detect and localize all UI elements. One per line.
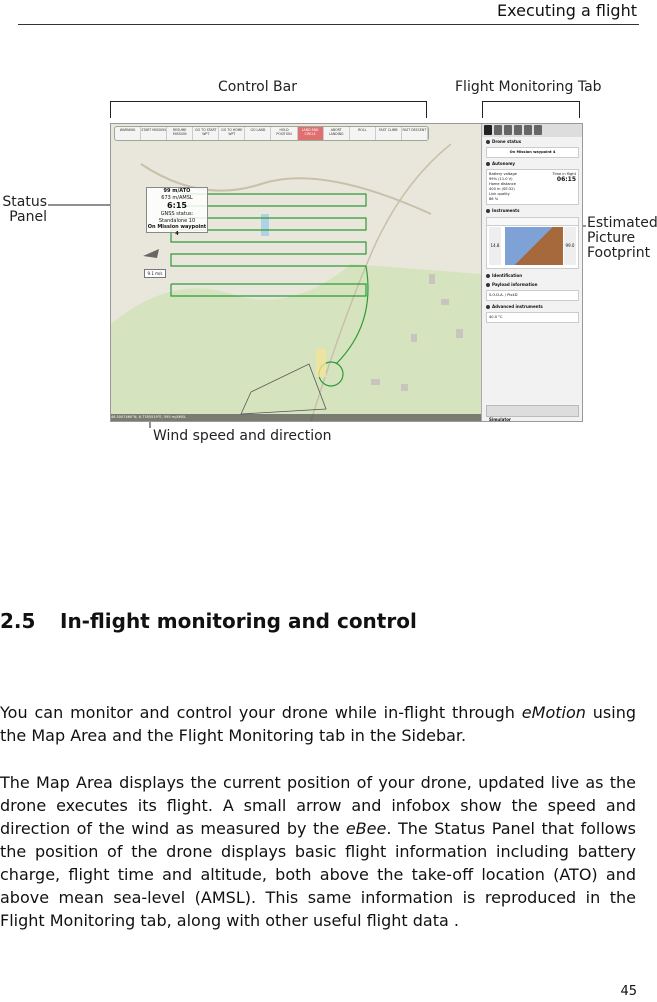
instruments-section[interactable]: Instruments bbox=[482, 206, 582, 215]
callout-footprint-line2: Picture bbox=[587, 230, 636, 246]
battery-label: Battery voltage bbox=[489, 172, 517, 176]
simulator-title: Simulator bbox=[489, 417, 511, 422]
drone-status-title: Drone status bbox=[492, 139, 522, 144]
running-title: Executing a flight bbox=[497, 1, 637, 20]
collapse-icon bbox=[486, 282, 490, 287]
control-bar-button[interactable]: GO TO START WPT bbox=[193, 127, 220, 140]
map-drawing bbox=[111, 124, 481, 421]
p2-text-b: . The Status Panel that follows the posi… bbox=[0, 819, 636, 930]
collapse-icon bbox=[486, 139, 490, 144]
page-number: 45 bbox=[620, 984, 637, 999]
collapse-icon bbox=[486, 273, 490, 278]
flight-tab-bracket bbox=[482, 101, 580, 118]
status-panel: 99 m/ATO 673 m/AMSL 6:15 GNSS status: St… bbox=[146, 187, 208, 237]
artificial-horizon bbox=[505, 227, 563, 265]
control-bar-button[interactable]: START MISSION bbox=[141, 127, 168, 140]
time-in-flight-label: Time in flight bbox=[552, 172, 576, 176]
tab-parameters-icon[interactable] bbox=[514, 125, 522, 135]
collapse-icon bbox=[486, 208, 490, 213]
instruments-title: Instruments bbox=[492, 208, 520, 213]
battery-value: 99% (11.0 V) bbox=[489, 177, 513, 181]
p1-text-a: You can monitor and control your drone w… bbox=[0, 703, 522, 722]
heading-tape bbox=[487, 218, 578, 226]
control-bar-button[interactable]: LAND END CIRCLE bbox=[297, 127, 324, 140]
drone-status-section[interactable]: Drone status bbox=[482, 137, 582, 146]
collapse-icon bbox=[486, 161, 490, 166]
control-bar-button[interactable]: WARNING bbox=[115, 127, 142, 140]
payload-section[interactable]: Payload information bbox=[482, 280, 582, 289]
autonomy-box: Battery voltage Time in flight 99% (11.0… bbox=[486, 169, 579, 205]
autonomy-section[interactable]: Autonomy bbox=[482, 159, 582, 168]
p2-emphasis: eBee bbox=[345, 819, 387, 838]
payload-type: S.O.D.A. / Pix4D bbox=[486, 290, 579, 301]
running-header: Executing a flight bbox=[18, 0, 639, 25]
payload-title: Payload information bbox=[492, 282, 538, 287]
instruments-panel: 14.8 99.0 bbox=[486, 217, 579, 269]
callout-footprint-line3: Footprint bbox=[587, 245, 651, 261]
altitude-tape: 99.0 bbox=[564, 227, 576, 265]
control-bar-button[interactable]: ROLL bbox=[350, 127, 376, 140]
control-bar-bracket bbox=[110, 101, 427, 118]
control-bar-button[interactable]: FAST CLIMB bbox=[376, 127, 402, 140]
status-flight-time: 6:15 bbox=[167, 201, 187, 210]
paragraph-1: You can monitor and control your drone w… bbox=[0, 701, 636, 747]
tab-mission-icon[interactable] bbox=[504, 125, 512, 135]
link-quality-label: Link quality bbox=[489, 192, 510, 196]
status-alt-amsl: 673 m/AMSL bbox=[161, 194, 193, 201]
tab-camera-icon[interactable] bbox=[524, 125, 532, 135]
callout-control-bar: Control Bar bbox=[218, 79, 297, 95]
autonomy-title: Autonomy bbox=[492, 161, 515, 166]
p1-emphasis: eMotion bbox=[521, 703, 586, 722]
drone-status-value: On Mission waypoint 4 bbox=[486, 147, 579, 158]
callout-footprint-line1: Estimated bbox=[587, 215, 657, 231]
sidebar-tabs bbox=[482, 124, 582, 137]
control-bar-button[interactable]: GO TO HOME WPT bbox=[219, 127, 246, 140]
home-distance-label: Home distance bbox=[489, 182, 516, 186]
collapse-icon bbox=[486, 304, 490, 309]
simulator-bar: Simulator bbox=[486, 405, 579, 421]
advanced-title: Advanced instruments bbox=[492, 304, 543, 309]
outside-temp-value: 40.0 °C bbox=[486, 312, 579, 323]
wind-infobox: 9.1 m/s bbox=[144, 269, 166, 278]
p2-text-a: The Map Area displays the current positi… bbox=[0, 773, 636, 838]
status-mission: On Mission waypoint 4 bbox=[147, 224, 207, 237]
advanced-section[interactable]: Advanced instruments bbox=[482, 302, 582, 311]
link-quality-value: 86 % bbox=[489, 197, 499, 201]
control-bar-button[interactable]: HOLD POSITION bbox=[271, 127, 298, 140]
time-in-flight-value: 06:15 bbox=[556, 176, 576, 183]
home-distance-value: 400 m (SE:32) bbox=[489, 187, 515, 191]
section-title: In-flight monitoring and control bbox=[60, 609, 417, 633]
status-alt-ato: 99 m/ATO bbox=[163, 188, 191, 194]
callout-status-panel-line2: Panel bbox=[9, 209, 47, 225]
paragraph-2: The Map Area displays the current positi… bbox=[0, 771, 636, 932]
callout-estimated-picture-footprint: Estimated Picture Footprint bbox=[587, 216, 657, 261]
control-bar-button[interactable]: ABORT LANDING bbox=[324, 127, 350, 140]
control-bar-button[interactable]: GO LAND bbox=[245, 127, 272, 140]
tab-flight-monitoring-icon[interactable] bbox=[484, 125, 492, 135]
airspeed-tape: 14.8 bbox=[489, 227, 501, 265]
status-gnss: GNSS status: Standalone 10 bbox=[158, 211, 196, 224]
p1-text-b: using the Map Area and the Flight Monito… bbox=[0, 703, 636, 745]
callout-status-panel: Status Panel bbox=[2, 195, 47, 225]
callout-flight-monitoring-tab: Flight Monitoring Tab bbox=[455, 79, 602, 95]
tab-flight-planning-icon[interactable] bbox=[494, 125, 502, 135]
map-footer: 46.5007460°N, 6.7785519°E, 595 m/AMSL bbox=[111, 414, 481, 421]
section-number: 2.5 bbox=[0, 609, 36, 633]
callout-status-panel-line1: Status bbox=[2, 194, 47, 210]
sidebar-flight-monitoring: Drone status On Mission waypoint 4 Auton… bbox=[481, 124, 582, 421]
identification-title: Identification bbox=[492, 273, 523, 278]
tab-data-icon[interactable] bbox=[534, 125, 542, 135]
control-bar-button[interactable]: FAST DESCENT bbox=[402, 127, 428, 140]
identification-section[interactable]: Identification bbox=[482, 271, 582, 280]
control-bar-button[interactable]: RESUME MISSION bbox=[167, 127, 194, 140]
callout-wind: Wind speed and direction bbox=[153, 428, 332, 444]
